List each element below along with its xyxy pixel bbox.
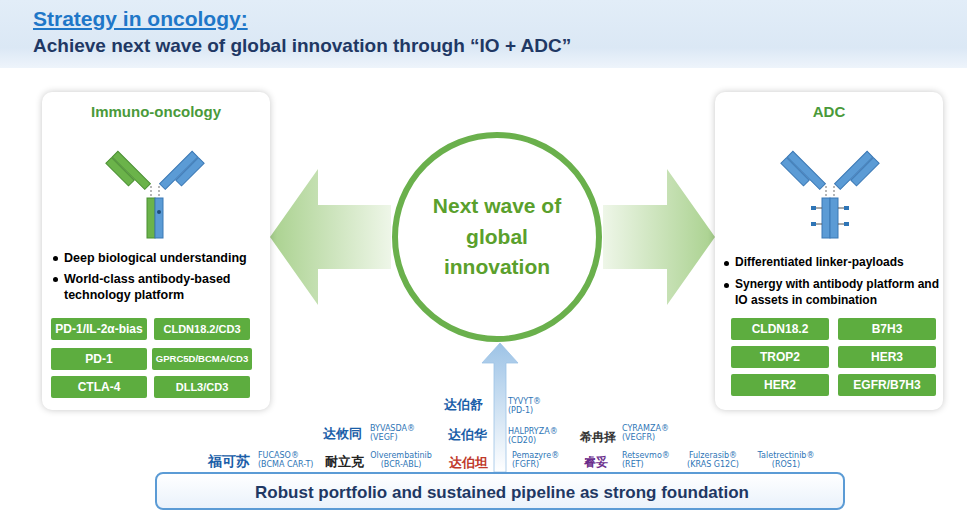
product-logo: 达伯华 — [446, 428, 488, 442]
platform-panel: Immuno-oncologyDeep biological understan… — [42, 92, 270, 410]
pill-text: TROP2 — [731, 346, 829, 368]
target-pill: TROP2 — [731, 346, 829, 368]
target-pill: CLDN18.2 — [731, 318, 829, 340]
target-pill: CLDN18.2/CD3 — [154, 318, 250, 340]
pill-text: CTLA-4 — [51, 376, 147, 398]
target-pill: B7H3 — [838, 318, 936, 340]
pill-text: DLL3/CD3 — [154, 376, 250, 398]
adc-icon — [780, 140, 880, 240]
product-name: Retsevmo® (RET) — [622, 452, 672, 470]
product-logo: 达攸同 — [318, 427, 366, 441]
product-name: Olverembatinib (BCR-ABL) — [370, 452, 432, 470]
product-logo: 希冉择 — [577, 431, 619, 444]
pill-text: PD-1 — [51, 348, 147, 370]
product-logo: 达伯坦 — [448, 456, 488, 470]
target-pill: HER2 — [731, 374, 829, 396]
product-logo: 睿妥 — [580, 456, 612, 469]
pill-text: HER3 — [838, 346, 936, 368]
target-pill: PD-1 — [51, 348, 147, 370]
bullet-text: Synergy with antibody platform and IO as… — [735, 277, 940, 308]
product-name: Taletrectinib® (ROS1) — [752, 452, 820, 470]
product-name: FUCASO® (BCMA CAR-T) — [258, 452, 318, 470]
target-pill: CTLA-4 — [51, 376, 147, 398]
panel-heading: ADC — [715, 102, 943, 122]
pill-text: EGFR/B7H3 — [838, 374, 936, 396]
slide-subtitle: Achieve next wave of global innovation t… — [33, 36, 733, 57]
bullet-text: World-class antibody-based technology pl… — [64, 271, 264, 304]
hub-circle: Next wave of global innovation — [391, 131, 603, 343]
bullet-dot — [724, 283, 729, 288]
pill-text: CLDN18.2 — [731, 318, 829, 340]
pill-text: CLDN18.2/CD3 — [154, 318, 250, 340]
product-logo: 耐立克 — [322, 455, 366, 469]
product-name: Pemazyre® (FGFR) — [512, 452, 562, 470]
target-pill: PD-1/IL-2α-bias — [51, 318, 147, 340]
product-name: HALPRYZA® (CD20) — [508, 428, 566, 446]
hub-text: Next wave of global innovation — [432, 191, 562, 282]
pill-text: HER2 — [731, 374, 829, 396]
product-name: BYVASDA® (VEGF) — [370, 425, 424, 443]
product-logo: 福可苏 — [204, 454, 254, 469]
product-name: Fulzerasib® (KRAS G12C) — [682, 452, 744, 470]
bullet-text: Deep biological understanding — [64, 250, 264, 266]
product-name: CYRAMZA® (VEGFR) — [622, 425, 678, 443]
flow-arrow — [270, 169, 391, 305]
target-pill: DLL3/CD3 — [154, 376, 250, 398]
flow-arrow — [603, 169, 715, 305]
bullet-dot — [53, 256, 58, 261]
platform-panel: ADC Differentiated linker-payloadsSynergy… — [715, 92, 943, 410]
band-text: Robust portfolio and sustained pipeline … — [159, 481, 845, 506]
slide-title: Strategy in oncology: — [33, 7, 248, 30]
product-logo: 达伯舒 — [440, 398, 486, 412]
pill-text: B7H3 — [838, 318, 936, 340]
bullet-text: Differentiated linker-payloads — [735, 255, 940, 271]
target-pill: GPRC5D/BCMA/CD3 — [152, 348, 252, 370]
pill-text: PD-1/IL-2α-bias — [51, 318, 147, 340]
target-pill: HER3 — [838, 346, 936, 368]
bullet-dot — [724, 261, 729, 266]
bullet-dot — [53, 277, 58, 282]
panel-heading: Immuno-oncology — [42, 102, 270, 122]
circle-ring — [395, 135, 599, 339]
pill-text: GPRC5D/BCMA/CD3 — [152, 348, 252, 370]
target-pill: EGFR/B7H3 — [838, 374, 936, 396]
product-name: TYVYT® (PD-1) — [508, 398, 552, 416]
foundation-band: Robust portfolio and sustained pipeline … — [155, 472, 845, 510]
antibody-icon — [105, 142, 205, 242]
